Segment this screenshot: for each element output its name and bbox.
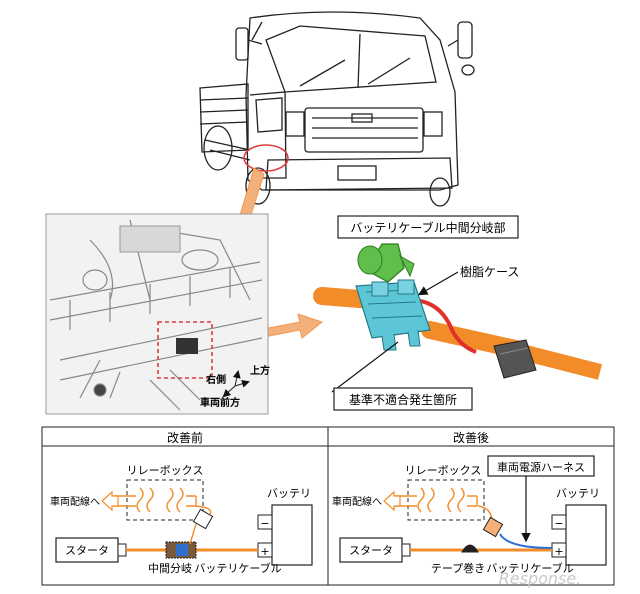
after-plus: +: [554, 545, 563, 558]
after-vehicle-arrow: [383, 490, 401, 512]
after-harness-label: 車両電源ハーネス: [497, 460, 585, 474]
before-battery: [271, 504, 313, 566]
after-relay-box-label: リレーボックス: [405, 464, 482, 477]
before-minus: −: [260, 517, 269, 530]
resin-case-arrow: [417, 271, 459, 296]
label-vehicle-front: 車両前方: [200, 396, 240, 409]
before-title: 改善前: [167, 430, 203, 445]
label-right-side: 右側: [205, 373, 226, 386]
label-up: 上方: [250, 364, 270, 377]
before-vehicle-wiring-label: 車両配線へ: [50, 495, 100, 508]
after-vehicle-wiring-label: 車両配線へ: [332, 495, 382, 508]
after-title: 改善後: [453, 430, 489, 445]
before-starter-label: スタータ: [65, 544, 109, 557]
after-panel: 改善後 車両電源ハーネス リレーボックス 車両配線へ バッテリ − + スタータ: [332, 430, 607, 575]
after-battery: [565, 504, 607, 566]
after-minus: −: [554, 517, 563, 530]
branch-title-box: [337, 215, 519, 239]
before-battery-cable-label: バッテリケーブル: [194, 561, 281, 575]
after-harness-box: [487, 455, 595, 477]
resin-case-label: 樹脂ケース: [460, 264, 519, 279]
defect-location-label: 基準不適合発生箇所: [349, 392, 457, 407]
after-battery-label: バッテリ: [556, 487, 600, 500]
before-relay-box: [126, 479, 204, 521]
truck-highlight-circle: [243, 144, 289, 172]
branch-title: バッテリケーブル中間分岐部: [350, 220, 505, 235]
watermark: Response.: [499, 569, 582, 588]
after-tape-wrap-label: テープ巻き: [431, 562, 485, 575]
after-battery-cable-label: バッテリケーブル: [486, 561, 573, 575]
after-relay-box: [407, 479, 485, 521]
after-tape-wrap: [461, 544, 479, 553]
before-panel: 改善前 リレーボックス 車両配線へ バッテリ − + スタータ 中: [50, 430, 313, 575]
before-mid-branch-label: 中間分岐: [148, 562, 192, 575]
after-starter: [339, 537, 403, 563]
defect-pointer-line: [331, 341, 399, 393]
after-starter-label: スタータ: [349, 544, 393, 557]
defect-location-box: [333, 387, 473, 411]
before-vehicle-arrow: [101, 490, 119, 512]
before-battery-label: バッテリ: [267, 487, 311, 500]
dashed-highlight-box: [157, 321, 213, 379]
before-relay-box-label: リレーボックス: [127, 464, 204, 477]
before-plus: +: [260, 545, 269, 558]
connector-illustration: [313, 243, 602, 380]
chassis-photo-inset: 右側 上方 車両前方: [45, 213, 270, 415]
truck-illustration: [199, 11, 475, 207]
